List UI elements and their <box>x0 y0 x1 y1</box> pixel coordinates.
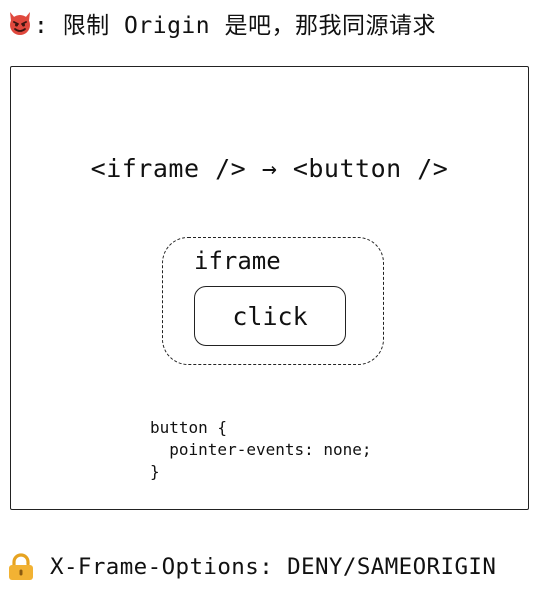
iframe-box <box>162 237 384 365</box>
footer-line: X-Frame-Options: DENY/SAMEORIGIN <box>6 552 496 582</box>
devil-face-icon <box>10 12 30 35</box>
header-text: : 限制 Origin 是吧，那我同源请求 <box>34 13 436 39</box>
header-line: : 限制 Origin 是吧，那我同源请求 <box>6 8 436 39</box>
outer-frame <box>10 66 529 510</box>
footer-text: X-Frame-Options: DENY/SAMEORIGIN <box>50 554 497 580</box>
css-code-block: button { pointer-events: none; } <box>150 418 372 481</box>
iframe-label: iframe <box>194 247 281 275</box>
lock-icon <box>9 553 33 580</box>
click-button[interactable]: click <box>194 286 346 346</box>
flow-label: <iframe /> → <button /> <box>90 154 449 183</box>
